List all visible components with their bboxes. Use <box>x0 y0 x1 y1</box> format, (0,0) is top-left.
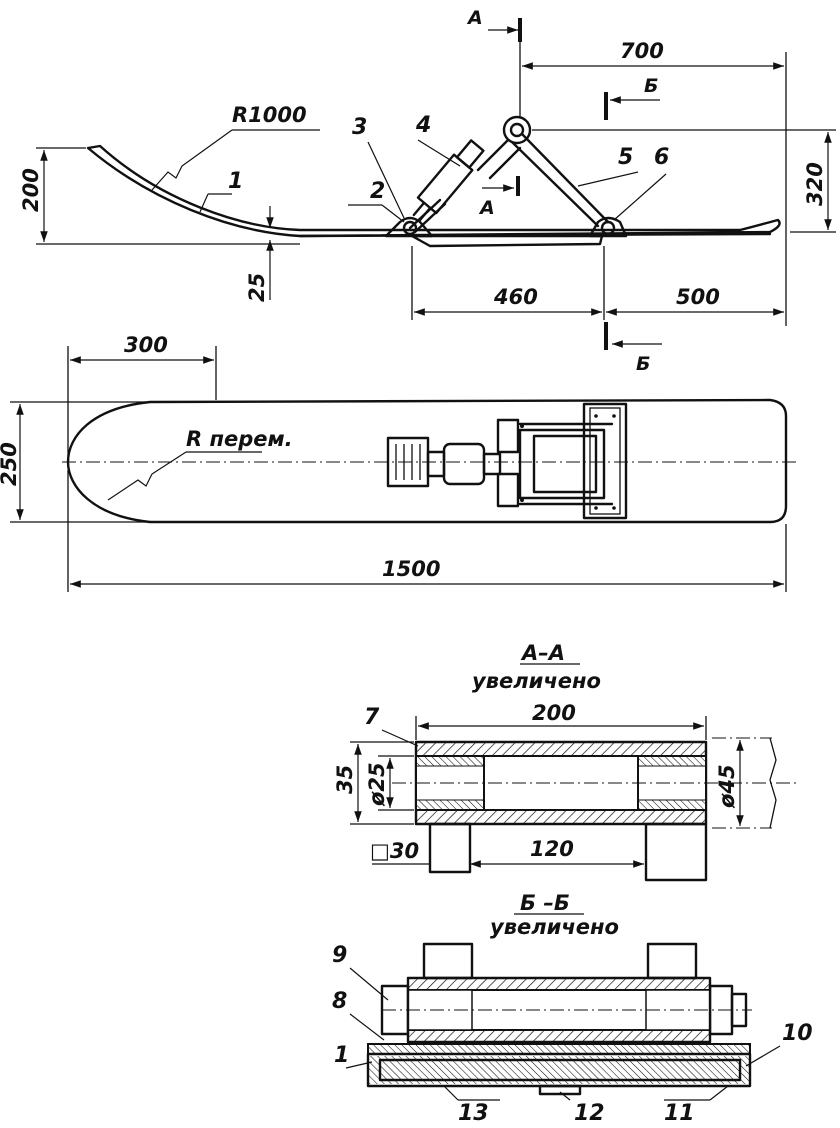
aa-dim-sq30: □30 <box>370 839 419 863</box>
section-bb-subtitle: увеличено <box>490 915 619 939</box>
bb-plate <box>367 1043 751 1055</box>
dim-500: 500 <box>676 285 720 309</box>
aa-dim-35: 35 <box>333 765 357 794</box>
frame-bracket-top <box>496 418 520 454</box>
rear-bracket <box>588 216 628 238</box>
section-b-bottom-label: Б <box>636 353 650 375</box>
rear-plate <box>582 402 628 520</box>
front-pivot <box>402 220 418 236</box>
section-bb-title: Б –Б <box>520 891 570 915</box>
bb-callout-12: 12 <box>574 1101 605 1126</box>
bb-callout-8: 8 <box>332 989 347 1014</box>
radius-r1000: R1000 <box>232 103 307 127</box>
shock-plan-body <box>442 442 486 486</box>
shock-absorber <box>412 139 485 222</box>
bb-callout-9: 9 <box>332 943 347 968</box>
aa-leg-left <box>428 822 472 874</box>
callout-3: 3 <box>352 115 367 140</box>
section-aa-title: А–А <box>520 641 565 665</box>
aa-dim-120: 120 <box>530 837 574 861</box>
dim-460: 460 <box>493 285 538 309</box>
plan-view: R перем. 300 250 1500 <box>0 333 800 592</box>
dim-320: 320 <box>803 162 827 206</box>
front-mount-plan <box>386 436 430 488</box>
callout-6: 6 <box>654 145 669 170</box>
bb-leg-left <box>422 942 474 980</box>
rear-strut <box>510 132 610 228</box>
top-hinge-pin <box>509 122 525 138</box>
bb-callout-13: 13 <box>458 1101 489 1126</box>
callout-1: 1 <box>228 169 243 194</box>
frame-bracket-bottom <box>496 472 520 508</box>
top-hinge <box>502 115 532 145</box>
front-bracket <box>384 216 434 238</box>
bb-runner <box>538 1084 582 1096</box>
callout-5: 5 <box>618 145 633 170</box>
ski-plan-outline <box>66 398 788 524</box>
section-a-bottom-label: А <box>478 197 495 219</box>
section-aa-subtitle: увеличено <box>472 669 601 693</box>
callout-2: 2 <box>370 179 385 204</box>
callout-4: 4 <box>415 113 431 138</box>
shock-rod-2 <box>413 202 447 234</box>
runner-keel <box>410 234 604 248</box>
ski-side-profile <box>86 144 781 238</box>
bb-callout-10: 10 <box>782 1021 813 1046</box>
section-a-top-label: А <box>466 7 483 29</box>
side-view: А А Б Б 700 320 200 25 460 <box>19 7 836 375</box>
front-strut <box>476 138 522 180</box>
bb-callout-1: 1 <box>334 1043 349 1068</box>
aa-leg-right <box>644 822 708 882</box>
section-aa: А–А увеличено 200 35 <box>333 641 800 882</box>
bb-callout-11: 11 <box>664 1101 695 1126</box>
dim-700: 700 <box>620 39 664 63</box>
dim-25: 25 <box>245 273 269 302</box>
aa-dim-d45: ø45 <box>715 764 739 809</box>
aa-dim-d25: ø25 <box>365 762 389 807</box>
dim-1500: 1500 <box>382 557 440 581</box>
bb-leg-right <box>646 942 698 980</box>
aa-callout-7: 7 <box>364 705 380 730</box>
radius-r-perem: R перем. <box>186 427 293 451</box>
dim-250: 250 <box>0 442 21 486</box>
aa-dim-200: 200 <box>532 701 576 725</box>
dim-200: 200 <box>19 168 43 212</box>
section-bb: Б –Б увеличено 9 8 1 10 13 <box>332 891 813 1126</box>
shock-rod <box>408 198 442 230</box>
section-b-top-label: Б <box>644 75 658 97</box>
bb-bolt-head <box>380 984 410 1036</box>
dim-300: 300 <box>124 333 168 357</box>
frame-body <box>518 428 606 500</box>
